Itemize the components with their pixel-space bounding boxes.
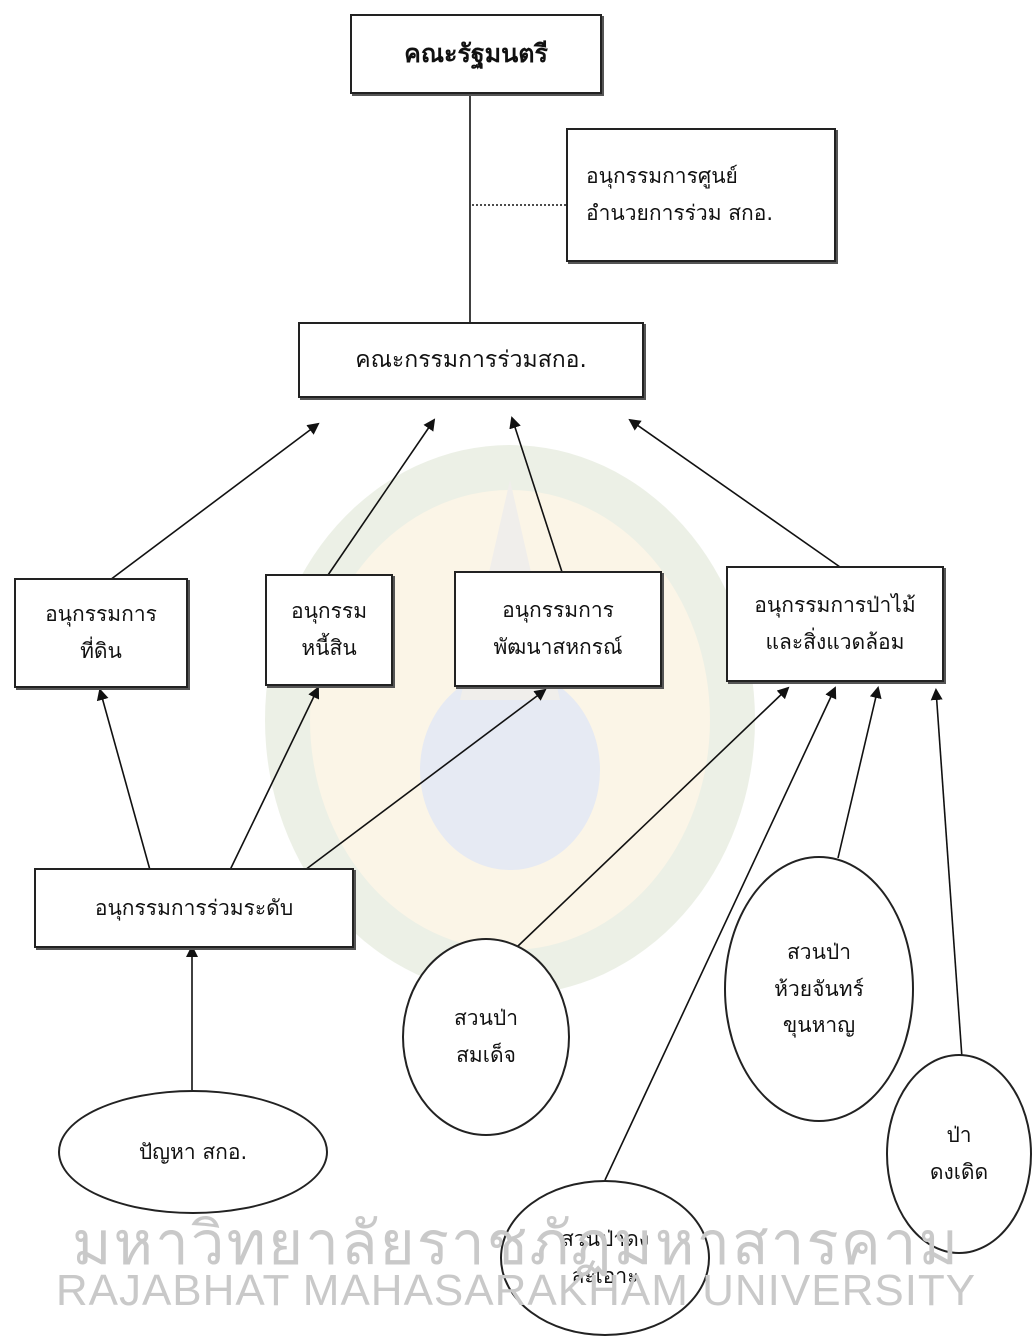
node-cabinet: คณะรัฐมนตรี [350, 14, 602, 94]
node-huai-line-1: สวนป่า [786, 939, 852, 964]
arrow-somdet-to-forest [517, 686, 790, 947]
node-level-subcommittee: อนุกรรมการร่วมระดับ [34, 868, 354, 948]
node-coop-line-1: อนุกรรมการ [502, 598, 614, 623]
node-center-subcommittee: อนุกรรมการศูนย์ อำนวยการร่วม สกอ. [566, 128, 836, 262]
arrow-donglaor-to-forest [604, 686, 837, 1181]
node-donglaor-line-1: สวนป่าดง [561, 1227, 649, 1252]
node-coop-line-2: พัฒนาสหกรณ์ [493, 635, 623, 659]
node-joint-committee: คณะกรรมการร่วมสกอ. [298, 322, 644, 398]
node-somdet-line-2: สมเด็จ [456, 1043, 516, 1067]
node-coop-subcommittee: อนุกรรมการ พัฒนาสหกรณ์ [454, 571, 662, 687]
node-forest-subcommittee: อนุกรรมการป่าไม้ และสิ่งแวดล้อม [726, 566, 944, 682]
node-joint-committee-label: คณะกรรมการร่วมสกอ. [355, 346, 587, 373]
node-pa-dong-derm: ป่า ดงเดิด [886, 1054, 1032, 1254]
arrow-level-to-land [96, 688, 151, 871]
node-debt-subcommittee: อนุกรรม หนี้สิน [265, 574, 393, 686]
arrow-land-to-committee [109, 422, 320, 581]
arrow-debt-to-committee [327, 418, 436, 576]
node-land-line-1: อนุกรรมการ [45, 602, 157, 627]
node-dongderm-line-1: ป่า [946, 1123, 972, 1148]
node-land-subcommittee: อนุกรรมการ ที่ดิน [14, 578, 188, 688]
node-huai-line-3: ขุนหาญ [782, 1013, 856, 1038]
node-forest-line-2: และสิ่งแวดล้อม [765, 630, 905, 654]
arrow-level-to-coop [304, 688, 547, 871]
node-center-line-2: อำนวยการร่วม สกอ. [586, 201, 774, 225]
arrow-dongderm-to-forest [930, 688, 963, 1059]
node-debt-line-1: อนุกรรม [290, 599, 368, 624]
node-debt-line-2: หนี้สิน [301, 636, 357, 660]
node-land-line-2: ที่ดิน [80, 639, 122, 663]
arrow-level-to-debt [229, 686, 320, 871]
node-level-label: อนุกรรมการร่วมระดับ [94, 895, 294, 920]
node-problem-label: ปัญหา สกอ. [138, 1139, 248, 1164]
arrow-forest-to-committee [628, 418, 841, 568]
node-somdet-line-1: สวนป่า [453, 1006, 519, 1031]
node-problem: ปัญหา สกอ. [58, 1090, 328, 1214]
node-cabinet-label: คณะรัฐมนตรี [404, 39, 548, 69]
node-donglaor-line-2: ละเอาะ [571, 1264, 639, 1288]
node-suan-pa-somdet: สวนป่า สมเด็จ [402, 938, 570, 1136]
node-forest-line-1: อนุกรรมการป่าไม้ [754, 593, 916, 618]
node-center-line-1: อนุกรรมการศูนย์ [586, 164, 738, 189]
node-suan-pa-huai-chan: สวนป่า ห้วยจันทร์ ขุนหาญ [724, 856, 914, 1122]
node-huai-line-2: ห้วยจันทร์ [774, 976, 864, 1001]
arrow-huai-to-forest [837, 686, 882, 859]
arrow-coop-to-committee [509, 416, 563, 573]
node-suan-pa-dong-la-o: สวนป่าดง ละเอาะ [500, 1180, 710, 1336]
node-dongderm-line-2: ดงเดิด [929, 1160, 989, 1184]
